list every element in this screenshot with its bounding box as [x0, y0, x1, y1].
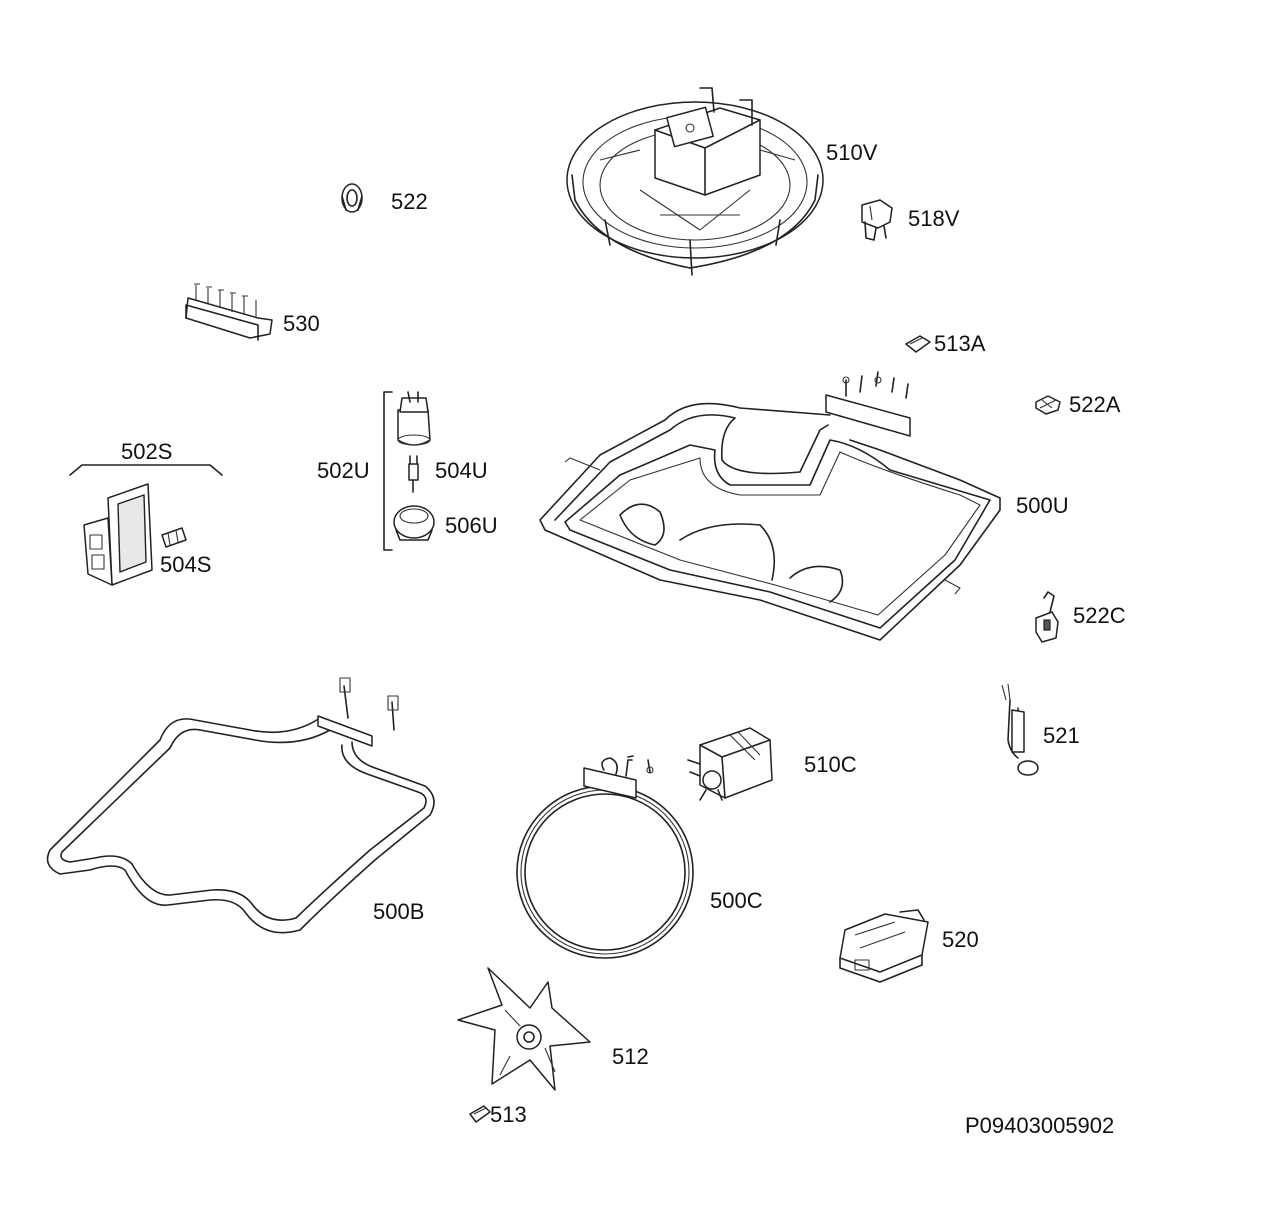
label-522: 522	[391, 189, 428, 214]
bracket-502u-group	[383, 391, 393, 551]
part-512-fan-blade	[457, 967, 591, 1091]
label-512: 512	[612, 1044, 649, 1069]
part-506u-lamp-glass	[393, 505, 435, 541]
part-522-clip	[341, 183, 363, 213]
part-502u-lamp-holder	[397, 391, 431, 446]
label-510v: 510V	[826, 140, 878, 165]
part-500u-top-heating-element	[539, 371, 1001, 641]
document-id: P09403005902	[965, 1113, 1114, 1138]
label-522c: 522C	[1073, 603, 1126, 628]
label-504u: 504U	[435, 458, 488, 483]
label-502s: 502S	[121, 439, 172, 464]
part-513a-gasket	[905, 335, 931, 353]
label-500u: 500U	[1016, 493, 1069, 518]
label-510c: 510C	[804, 752, 857, 777]
label-500b: 500B	[373, 899, 424, 924]
label-530: 530	[283, 311, 320, 336]
part-522c-clip	[1035, 591, 1059, 643]
label-518v: 518V	[908, 206, 960, 231]
label-520: 520	[942, 927, 979, 952]
label-521: 521	[1043, 723, 1080, 748]
part-518v-bracket	[861, 199, 893, 241]
label-500c: 500C	[710, 888, 763, 913]
label-513a: 513A	[934, 331, 986, 356]
part-502s-side-lamp	[69, 464, 223, 586]
part-504s-connector	[161, 527, 187, 548]
part-500b-bottom-heating-element	[46, 677, 435, 934]
label-513: 513	[490, 1102, 527, 1127]
part-500c-circular-heating-element	[516, 755, 694, 959]
part-521-sensor	[1001, 683, 1039, 776]
label-504s: 504S	[160, 552, 211, 577]
label-502u: 502U	[317, 458, 370, 483]
part-504u-connector	[408, 455, 419, 493]
part-530-terminal-block	[185, 283, 273, 341]
part-510c-fan-motor	[687, 727, 773, 801]
part-513-gasket	[469, 1105, 491, 1123]
label-522a: 522A	[1069, 392, 1121, 417]
label-506u: 506U	[445, 513, 498, 538]
part-510v-fan-motor-assembly	[566, 87, 824, 276]
part-520-control-board	[839, 909, 929, 983]
part-522a-clip	[1035, 395, 1061, 415]
